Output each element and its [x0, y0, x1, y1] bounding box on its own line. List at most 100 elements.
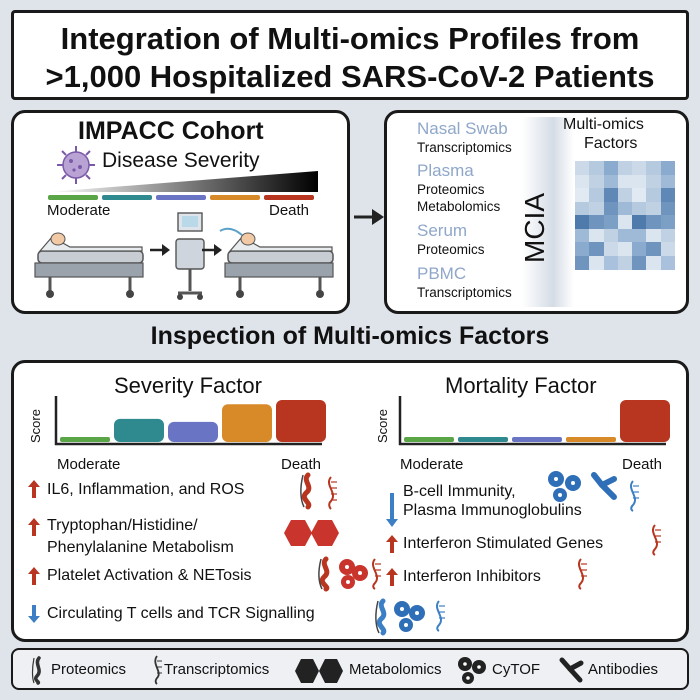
legend-cytof: CyTOF: [492, 661, 541, 678]
omics-box: Nasal Swab Transcriptomics Plasma Proteo…: [384, 110, 689, 314]
heatmap-cell: [632, 228, 647, 243]
rna-icon: [372, 558, 381, 590]
protein-icon: [375, 598, 387, 636]
omic-serum-sub: Proteomics: [417, 242, 485, 257]
chart-axis: [398, 396, 666, 446]
heatmap-cell: [589, 201, 605, 216]
antibody-icon: [591, 472, 617, 500]
cytof-cell-icon: [339, 559, 368, 589]
factor-bar: [620, 400, 670, 442]
factor-bar: [114, 418, 164, 442]
heatmap-cell: [660, 201, 676, 216]
heatmap-cell: [617, 215, 633, 229]
mcia-band: [522, 117, 574, 307]
title-line-2: >1,000 Hospitalized SARS-CoV-2 Patients: [45, 59, 655, 94]
factor-bar: [168, 421, 218, 442]
cohort-death-label: Death: [269, 202, 310, 219]
heatmap-cell: [646, 255, 662, 270]
heatmap-cell: [646, 201, 662, 216]
omic-nasal-swab: Nasal Swab: [417, 119, 508, 138]
virus-icon: [57, 146, 95, 184]
inspection-box: Severity Factor Score Moderate Death IL6…: [11, 360, 689, 642]
severity-factor-title: Severity Factor: [114, 373, 262, 398]
finding-isg: Interferon Stimulated Genes: [403, 535, 604, 552]
right-arrow-small-icon: [150, 244, 170, 256]
up-arrow-icon: [28, 567, 40, 585]
omic-plasma: Plasma: [417, 161, 474, 180]
factors-title-1: Multi-omics: [563, 116, 644, 133]
severity-score-label: Score: [28, 409, 43, 443]
heatmap-cell: [660, 188, 676, 202]
omic-serum: Serum: [417, 221, 468, 240]
heatmap-cell: [617, 242, 633, 256]
heatmap-cell: [575, 174, 590, 189]
metabolomics-legend-icon: [295, 659, 343, 683]
heatmap-cell: [589, 161, 605, 175]
heatmap-cell: [660, 255, 676, 270]
up-arrow-icon: [386, 568, 398, 586]
proteomics-legend-icon: [31, 656, 41, 685]
heatmap-cell: [660, 228, 676, 243]
heatmap-cell: [660, 161, 676, 175]
metabolite-hexagon-icon: [284, 520, 339, 546]
ventilator-icon: [175, 212, 205, 300]
omic-nasal-swab-sub: Transcriptomics: [417, 140, 512, 155]
finding-ifn-inhibitors: Interferon Inhibitors: [403, 568, 541, 585]
heatmap-cell: [575, 255, 590, 270]
heatmap-cell: [575, 215, 590, 229]
heatmap-cell: [575, 228, 590, 243]
mcia-label: MCIA: [519, 193, 550, 263]
protein-icon: [300, 472, 312, 510]
factor-bar: [566, 436, 616, 442]
heatmap-cell: [632, 242, 647, 256]
severity-moderate-label: Moderate: [57, 456, 121, 473]
heatmap-cell: [660, 242, 676, 256]
disease-severity-label: Disease Severity: [102, 149, 260, 172]
legend-antibodies: Antibodies: [588, 661, 659, 678]
down-arrow-icon: [28, 605, 40, 623]
heatmap-cell: [589, 228, 605, 243]
heatmap-cell: [617, 161, 633, 175]
heatmap-cell: [589, 255, 605, 270]
heatmap-cell: [646, 228, 662, 243]
omic-pbmc-sub: Transcriptomics: [417, 285, 512, 300]
heatmap-cell: [589, 242, 605, 256]
rna-icon: [436, 600, 445, 632]
omic-pbmc: PBMC: [417, 264, 467, 283]
title-box: Integration of Multi-omics Profiles from…: [11, 10, 689, 100]
heatmap-cell: [617, 188, 633, 202]
heatmap-cell: [603, 188, 619, 202]
legend-metabolomics: Metabolomics: [349, 661, 442, 678]
finding-b-cell-2: Plasma Immunoglobulins: [403, 502, 582, 519]
right-arrow-small-icon-2: [202, 244, 222, 256]
finding-b-cell-1: B-cell Immunity,: [403, 483, 516, 500]
mortality-score-label: Score: [375, 409, 390, 443]
severity-strip-segment: [156, 195, 206, 200]
mortality-factor-title: Mortality Factor: [445, 373, 597, 398]
heatmap-cell: [660, 215, 676, 229]
cohort-box: IMPACC Cohort Disease Severity Moderate …: [11, 110, 350, 314]
heatmap-cell: [617, 228, 633, 243]
cytof-cell-icon: [394, 601, 425, 632]
factor-bar: [458, 436, 508, 442]
legend-box: Proteomics Transcriptomics Metabolomics …: [11, 648, 689, 690]
factor-bar: [276, 400, 326, 442]
transcriptomics-legend-icon: [154, 655, 162, 685]
heatmap-cell: [632, 255, 647, 270]
severity-strip-segment: [264, 195, 314, 200]
heatmap-cell: [575, 188, 590, 202]
heatmap-cell: [589, 188, 605, 202]
severity-strip-segment: [48, 195, 98, 200]
hospital-bed-ventilated-icon: [219, 227, 334, 298]
heatmap-cell: [589, 174, 605, 189]
heatmap-cell: [617, 201, 633, 216]
protein-icon: [318, 556, 330, 592]
heatmap-cell: [646, 174, 662, 189]
title-line-1: Integration of Multi-omics Profiles from: [60, 21, 640, 56]
severity-death-label: Death: [281, 456, 322, 473]
cohort-moderate-label: Moderate: [47, 202, 111, 219]
rna-icon: [630, 480, 639, 512]
omic-plasma-sub-2: Metabolomics: [417, 199, 501, 214]
finding-tryptophan-1: Tryptophan/Histidine/: [47, 517, 198, 534]
heatmap-cell: [617, 174, 633, 189]
